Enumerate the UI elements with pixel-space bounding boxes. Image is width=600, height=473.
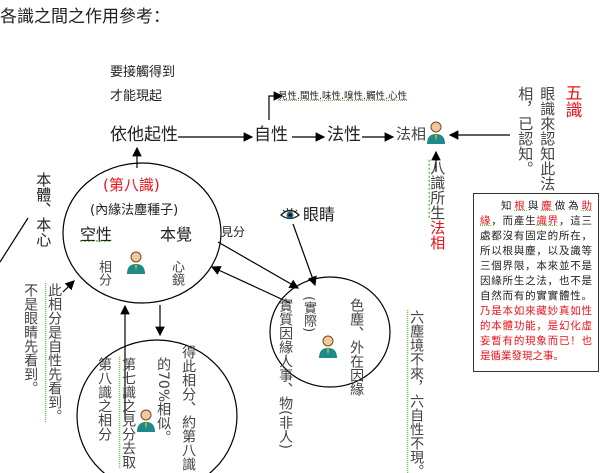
xinjing-label: 心鏡 <box>168 260 184 286</box>
arrow-to-big-circle-small <box>62 280 75 293</box>
person-icon <box>127 251 145 274</box>
note-text: 塵 <box>541 200 555 212</box>
wushi-text-line1: 眼識來認知此法 <box>538 86 557 191</box>
lower-circle <box>76 339 238 473</box>
note-text: ，而產生 <box>491 215 537 227</box>
wushi-text-line2: 相，已認知。 <box>516 86 535 176</box>
arrow-reality-to-big <box>210 266 291 304</box>
person-icon <box>137 409 155 432</box>
top-note-line1: 要接觸得到 <box>110 65 176 80</box>
faxing-label: 法性 <box>327 125 361 145</box>
shiji-label: (實際) <box>300 296 316 333</box>
faxiang-red: 法相 <box>428 220 447 250</box>
xiangfen-label: 相分 <box>95 260 111 286</box>
wushi-label: 五識 <box>561 84 582 118</box>
top-note-line2: 才能現起 <box>110 89 163 104</box>
note-text: 根 <box>514 200 528 212</box>
eye-icon <box>280 207 300 220</box>
bashi-prefix: 八識所生 <box>428 160 447 220</box>
yitaqixing-label: 依他起性 <box>110 125 178 145</box>
kongxing-label: 空性 <box>80 225 113 244</box>
shizhi-label: 實質因緣人事、物(非人) <box>277 298 294 449</box>
lower-circle-col3: 第七識之見分去取 <box>120 357 137 469</box>
note-text-red: 乃是本如來藏妙真如性的本體功能，是幻化虛妄暫有的現象而已！也是循業發現之事。 <box>480 305 592 362</box>
person-icon <box>427 121 445 144</box>
eighth-consciousness-title: (第八識) <box>103 176 160 194</box>
arrow-zixing-to-six-natures <box>268 91 284 120</box>
jianfen-label: 見分 <box>221 225 246 239</box>
page-title: 各識之間之作用參考： <box>0 7 170 27</box>
zixing-first-label: 此相分是自性先看到。 <box>46 283 63 423</box>
faxiang-label: 法相 <box>396 125 427 143</box>
note-text: 識界 <box>536 215 559 227</box>
note-text: 助緣 <box>480 200 593 227</box>
note-box: 知根與塵做為助緣，而產生識界，這三處都沒有固定的所在，所以根與塵，以及識等三個界… <box>473 193 599 372</box>
benjue-label: 本覺 <box>160 225 193 244</box>
six-natures-label: 見性.聞性.味性.嗅性.觸性.心性 <box>278 91 408 102</box>
arrow-jianfen-to-reality <box>217 241 300 289</box>
sechen-label: 色塵、外在因緣 <box>348 298 365 396</box>
bashi-faxiang-label: 八識所生法相 <box>428 160 447 250</box>
benti-label: 本體、本心 <box>34 172 53 247</box>
lower-circle-col1: 得此相分、約第八識 <box>180 345 197 471</box>
eye-label: 眼睛 <box>303 205 336 224</box>
lower-circle-col4: 第八識之相分 <box>96 357 113 441</box>
zixing-label: 自性 <box>254 125 288 145</box>
note-text: 與 <box>527 200 542 212</box>
note-text: ，這三處都沒有固定的所在，所以根與塵，以及識等三個界限，本來並不是因緣所生之法，… <box>480 215 593 302</box>
person-icon <box>319 335 337 358</box>
note-text: 知 <box>501 200 515 212</box>
line-benti <box>0 217 29 263</box>
arrow-eye-to-reality <box>292 223 317 287</box>
reality-circle <box>269 276 391 388</box>
not-eye-label: 不是眼睛先看到。 <box>22 283 39 395</box>
eighth-consciousness-subtitle: (內緣法塵種子) <box>90 203 179 218</box>
six-dust-label: 六塵境不來，六自性不現。 <box>408 310 425 473</box>
eighth-consciousness-circle <box>62 162 222 304</box>
lower-circle-col2: 的70%相似。 <box>155 357 172 445</box>
note-text: 做為 <box>554 200 582 212</box>
